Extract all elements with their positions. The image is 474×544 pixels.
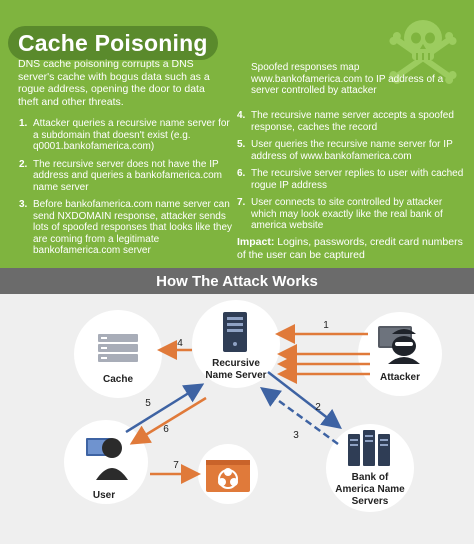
arrow-7-label: 7 — [173, 460, 179, 471]
impact-description: Logins, passwords, credit card numbers o… — [237, 236, 463, 261]
arrow-3-response — [259, 387, 339, 446]
hacker-icon — [378, 326, 420, 364]
recursive-server-label-line1: Recursive — [212, 358, 260, 369]
server-icon — [223, 312, 247, 352]
step-number: 2. — [19, 158, 28, 170]
biohazard-icon — [206, 460, 250, 492]
recursive-server-label-line2: Name Server — [205, 370, 266, 381]
step-text: Before bankofamerica.com name server can… — [33, 199, 233, 256]
attack-diagram: 1 4 2 3 5 6 7 Cache Recursive Name Serve… — [0, 294, 474, 544]
user-node — [64, 420, 148, 504]
step-number: 1. — [19, 118, 28, 129]
skull-crossbones-icon — [389, 20, 457, 84]
arrow-2 — [267, 371, 342, 430]
arrow-5 — [125, 383, 205, 434]
step-text: Attacker queries a recursive name server… — [33, 118, 230, 152]
description-panel: Cache Poisoning DNS cache poisoning corr… — [0, 0, 474, 268]
user-label: User — [93, 490, 115, 501]
intro-text: DNS cache poisoning corrupts a DNS serve… — [18, 58, 210, 108]
step-item: 1. Attacker queries a recursive name serv… — [19, 118, 234, 153]
step-item: 7. User connects to site controlled by at… — [237, 197, 465, 232]
step-number: 3. — [19, 199, 28, 210]
step-item: 4. The recursive name server accepts a sp… — [237, 110, 465, 133]
attacker-label: Attacker — [380, 372, 420, 383]
step-text: The recursive server replies to user wit… — [251, 168, 464, 191]
arrow-4-label: 4 — [177, 338, 183, 349]
step-number: 5. — [237, 139, 246, 150]
bank-label-line1: Bank of — [352, 472, 389, 483]
arrow-6 — [129, 396, 207, 445]
impact-label: Impact: — [237, 236, 275, 248]
cache-stack-icon — [98, 334, 138, 362]
arrow-3-label: 3 — [293, 430, 299, 441]
title-badge: Cache Poisoning — [8, 26, 218, 60]
section-header-band: How The Attack Works — [0, 268, 474, 294]
step-number: 6. — [237, 168, 246, 179]
step-item: 6. The recursive server replies to user w… — [237, 168, 465, 191]
arrow-1-label: 1 — [323, 320, 329, 331]
user-computer-icon — [86, 438, 128, 480]
step-item: 3. Before bankofamerica.com name server c… — [19, 199, 234, 257]
bank-label-line3: Servers — [352, 496, 389, 507]
steps-list-right: 4. The recursive name server accepts a sp… — [237, 110, 465, 238]
page-title: Cache Poisoning — [18, 29, 208, 56]
step-text: The recursive server does not have the I… — [33, 158, 222, 193]
section-header: How The Attack Works — [156, 272, 318, 290]
step-text: User connects to site controlled by atta… — [251, 197, 443, 231]
steps-list-left: 1. Attacker queries a recursive name serv… — [19, 118, 234, 263]
spoofed-responses-note: Spoofed responses map www.bankofamerica.… — [251, 62, 444, 96]
impact-text: Impact: Logins, passwords, credit card n… — [237, 236, 465, 261]
step-text: The recursive name server accepts a spoo… — [251, 110, 454, 133]
step-number: 4. — [237, 110, 246, 121]
arrow-6-label: 6 — [163, 424, 169, 435]
step-item: 5. User queries the recursive name server… — [237, 139, 465, 162]
step-number: 7. — [237, 197, 246, 208]
arrow-5-label: 5 — [145, 398, 151, 409]
step-text: User queries the recursive name server f… — [251, 139, 453, 162]
bank-label-line2: America Name — [335, 484, 405, 495]
step-item: 2. The recursive server does not have the… — [19, 159, 234, 194]
bank-servers-icon — [348, 430, 390, 466]
cache-label: Cache — [103, 374, 133, 385]
arrow-2-label: 2 — [315, 402, 321, 413]
